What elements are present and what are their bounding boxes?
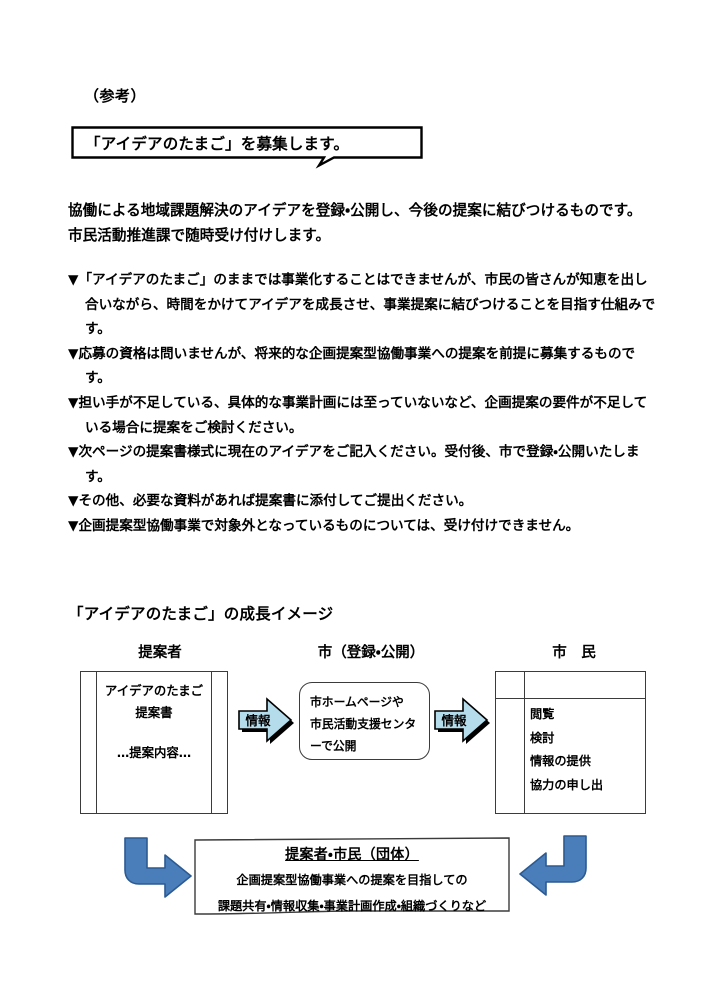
- callout-banner: 「アイデアのたまご」を募集します。: [71, 126, 423, 169]
- city-box-line3: ーで公開: [310, 739, 357, 753]
- citizen-action-item: 検討: [530, 730, 555, 745]
- callout-title: 「アイデアのたまご」を募集します。: [85, 135, 350, 153]
- reference-label: （参考）: [84, 87, 147, 105]
- bent-arrow-down-right-icon: [124, 837, 192, 898]
- return-arrow-right: [516, 833, 594, 899]
- doc-right-rule: [211, 672, 212, 813]
- proposal-document-text: アイデアのたまご 提案書 …提案内容…: [97, 680, 211, 764]
- column-heading-citizens: 市 民: [552, 645, 596, 661]
- bullet-marker-icon: ▼: [68, 517, 79, 534]
- arrow-proposer-to-city: 情報: [234, 694, 296, 746]
- bullet-text: 次ページの提案書様式に現在のアイデアをご記入ください。受付後、市で登録・公開いた…: [78, 444, 640, 485]
- bullet-text: 企画提案型協働事業で対象外となっているものについては、受け付けできません。: [78, 517, 580, 534]
- right-arrow-icon: [238, 697, 294, 744]
- proposal-document-box: アイデアのたまご 提案書 …提案内容…: [80, 671, 228, 814]
- doc-left-rule: [96, 672, 97, 813]
- arrow-label: 情報: [245, 713, 271, 728]
- bullet-list: ▼「アイデアのたまご」のままでは事業化することはできませんが、市民の皆さんが知恵…: [68, 268, 660, 539]
- bullet-item: ▼担い手が不足している、具体的な事業計画には至っていないなど、企画提案の要件が不…: [68, 391, 660, 440]
- bottom-box-line2: 課題共有・情報収集・事業計画作成・組織づくりなど: [217, 899, 487, 913]
- city-box-line1: 市ホームページや: [310, 695, 404, 709]
- diagram-title: 「アイデアのたまご」の成長イメージ: [68, 605, 334, 623]
- right-arrow-icon: [434, 697, 490, 744]
- column-heading-city: 市（登録・公開）: [317, 645, 425, 661]
- arrow-city-to-citizens: 情報: [430, 694, 492, 746]
- citizen-action-item: 情報の提供: [530, 754, 591, 768]
- bullet-marker-icon: ▼: [68, 345, 79, 362]
- bullet-item: ▼次ページの提案書様式に現在のアイデアをご記入ください。受付後、市で登録・公開い…: [68, 440, 660, 489]
- callout-shape-svg: [71, 126, 423, 169]
- proposal-doc-line3: …提案内容…: [116, 745, 192, 760]
- bottom-box-shape-svg: [194, 837, 510, 915]
- proposal-doc-line2: 提案書: [135, 705, 173, 720]
- citizen-actions-list: 閲覧 検討 情報の提供 協力の申し出: [530, 703, 603, 797]
- citizen-actions-box: 閲覧 検討 情報の提供 協力の申し出: [495, 671, 646, 814]
- bullet-text: 「アイデアのたまご」のままでは事業化することはできませんが、市民の皆さんが知恵を…: [78, 272, 656, 338]
- bullet-item: ▼応募の資格は問いませんが、将来的な企画提案型協働事業への提案を前提に募集するも…: [68, 342, 660, 391]
- bullet-item: ▼企画提案型協働事業で対象外となっているものについては、受け付けできません。: [68, 514, 660, 539]
- citizen-box-horizontal-rule: [496, 698, 645, 699]
- arrow-label: 情報: [441, 713, 467, 728]
- bottom-box-line1: 企画提案型協働事業への提案を目指しての: [236, 873, 468, 887]
- bullet-text: 応募の資格は問いませんが、将来的な企画提案型協働事業への提案を前提に募集するもの…: [78, 345, 636, 387]
- column-heading-proposer: 提案者: [138, 645, 182, 661]
- lead-paragraph: 協働による地域課題解決のアイデアを登録・公開し、今後の提案に結びつけるものです。…: [68, 202, 642, 244]
- bottom-box-title: 提案者・市民（団体）: [285, 847, 419, 863]
- citizen-action-item: 協力の申し出: [530, 777, 604, 792]
- return-arrow-left: [117, 835, 195, 901]
- bullet-marker-icon: ▼: [68, 444, 79, 461]
- bullet-item: ▼その他、必要な資料があれば提案書に添付してご提出ください。: [68, 489, 660, 514]
- bullet-marker-icon: ▼: [68, 394, 79, 411]
- bullet-text: 担い手が不足している、具体的な事業計画には至っていないなど、企画提案の要件が不足…: [78, 394, 648, 436]
- city-publication-box: 市ホームページや 市民活動支援センタ ーで公開: [299, 682, 430, 760]
- bottom-goal-box: 提案者・市民（団体） 企画提案型協働事業への提案を目指しての 課題共有・情報収集…: [194, 837, 510, 915]
- bullet-text: その他、必要な資料があれば提案書に添付してご提出ください。: [78, 493, 473, 510]
- bullet-item: ▼「アイデアのたまご」のままでは事業化することはできませんが、市民の皆さんが知恵…: [68, 268, 660, 342]
- bullet-marker-icon: ▼: [68, 272, 79, 288]
- bent-arrow-down-left-icon: [519, 835, 587, 896]
- citizen-box-vertical-rule: [524, 672, 525, 813]
- bullet-marker-icon: ▼: [68, 493, 79, 510]
- proposal-doc-line1: アイデアのたまご: [104, 683, 204, 698]
- city-box-line2: 市民活動支援センタ: [310, 717, 417, 731]
- bottom-goal-text: 提案者・市民（団体） 企画提案型協働事業への提案を目指しての 課題共有・情報収集…: [194, 837, 510, 915]
- citizen-action-item: 閲覧: [530, 707, 555, 721]
